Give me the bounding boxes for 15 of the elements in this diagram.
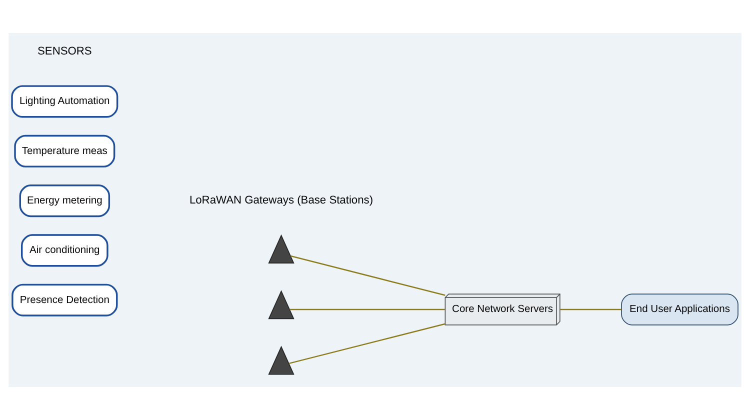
node-box: Air conditioning	[21, 234, 108, 267]
node-picture	[268, 234, 294, 264]
node-box: End User Applications	[621, 294, 738, 326]
node-box: Energy metering	[19, 184, 110, 218]
node-box: Presence Detection	[12, 284, 118, 316]
connector	[290, 255, 446, 296]
connector	[560, 308, 622, 310]
connector	[290, 308, 446, 310]
label: LoRaWAN Gateways (Base Stations)	[189, 194, 374, 207]
node-picture	[268, 346, 294, 375]
node-box: Temperature meas	[14, 134, 116, 168]
label: SENSORS	[37, 46, 92, 58]
node-box: Lighting Automation	[11, 85, 118, 118]
node-picture	[268, 290, 294, 320]
connector	[288, 323, 446, 364]
